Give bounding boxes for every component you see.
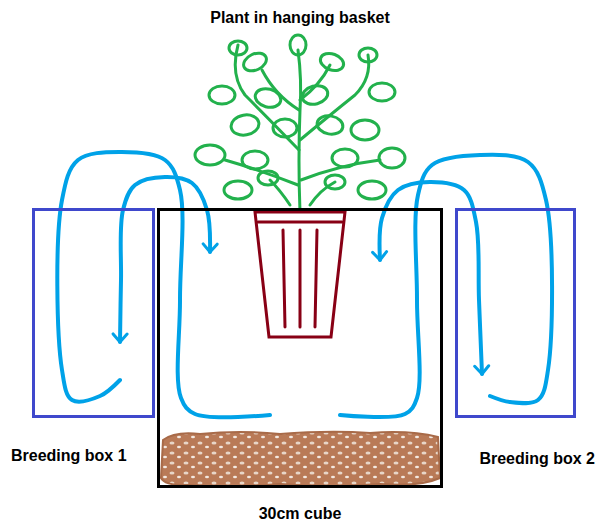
- gravel: [161, 432, 440, 487]
- plant: [195, 35, 405, 212]
- box-label: Breeding box 1: [11, 446, 127, 466]
- breeding-box: Breeding box 2: [455, 208, 576, 418]
- water-flow-arrow: [120, 177, 210, 342]
- tank-cube: 30cm cube: [157, 208, 443, 488]
- breeding-box: Breeding box 1: [32, 208, 155, 418]
- water-flow-arrow: [340, 155, 552, 417]
- box-label: 30cm cube: [259, 504, 342, 524]
- box-label: Breeding box 2: [479, 449, 595, 469]
- water-flow-arrow: [57, 152, 270, 417]
- plant-label: Plant in hanging basket: [210, 8, 390, 28]
- hanging-basket: [255, 212, 345, 337]
